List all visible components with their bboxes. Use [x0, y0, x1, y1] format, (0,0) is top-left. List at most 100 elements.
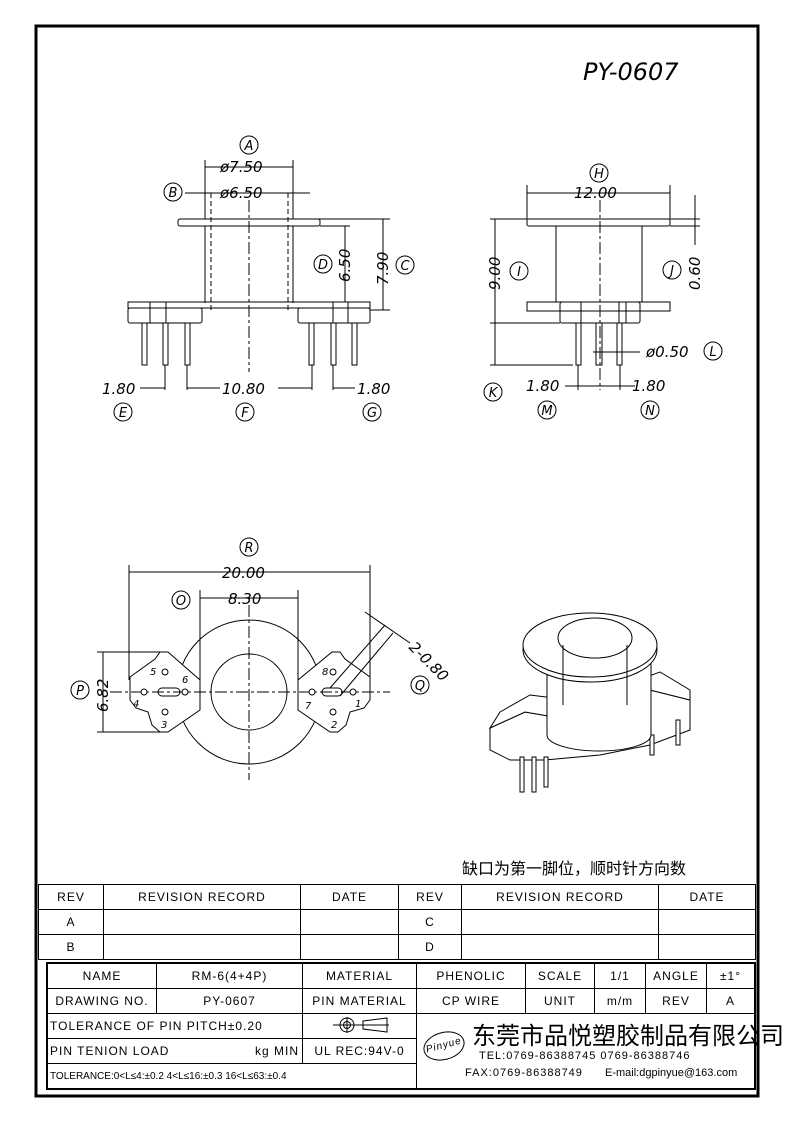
callout-l: L	[709, 345, 716, 360]
revision-table: REV REVISION RECORD DATE REV REVISION RE…	[38, 884, 756, 960]
pin-1: 1	[355, 699, 361, 710]
dim-b-value: ø6.50	[219, 184, 263, 202]
dim-r-value: 20.00	[222, 564, 265, 582]
header-revision-record: REVISION RECORD	[103, 884, 301, 910]
callout-a: A	[244, 139, 254, 154]
dim-c-value: 7.90	[374, 252, 392, 285]
front-view	[127, 160, 390, 390]
table-row: A C	[38, 909, 756, 935]
callout-g: G	[367, 406, 377, 421]
projection-symbol	[302, 1013, 417, 1039]
callout-k: K	[489, 386, 499, 401]
pin-pitch-tolerance: TOLERANCE OF PIN PITCH±0.20	[46, 1013, 303, 1039]
pin-tension-load: PIN TENION LOAD kg MIN	[46, 1038, 303, 1064]
company-name: 东莞市品悦塑胶制品有限公司	[472, 1022, 784, 1050]
rev-cell: A	[38, 909, 104, 935]
record-cell	[461, 934, 659, 960]
dim-j-value: 0.60	[686, 257, 704, 290]
table-row: B D	[38, 934, 756, 960]
dim-q-value: 2-0.80	[405, 638, 452, 685]
header-rev: REV	[398, 884, 462, 910]
dim-p-value: 6.82	[94, 679, 112, 712]
dim-i-value: 9.00	[486, 257, 504, 290]
drawing-no-value: PY-0607	[156, 988, 303, 1014]
dim-o-value: 8.30	[228, 590, 261, 608]
name-label: NAME	[46, 962, 157, 989]
callout-b: B	[169, 186, 178, 201]
callout-d: D	[318, 258, 328, 273]
rev-cell: B	[38, 934, 104, 960]
company-info: Pinyue 东莞市品悦塑胶制品有限公司 TEL:0769-86388745 0…	[416, 1013, 784, 1090]
date-cell	[658, 909, 756, 935]
date-cell	[300, 909, 399, 935]
record-cell	[103, 909, 301, 935]
dim-a-value: ø7.50	[219, 158, 263, 176]
date-cell	[658, 934, 756, 960]
callout-q: Q	[415, 679, 425, 694]
callout-i: I	[517, 265, 521, 280]
name-value: RM-6(4+4P)	[156, 962, 303, 989]
callout-c: C	[400, 259, 410, 274]
unit-label: UNIT	[525, 988, 595, 1014]
bottom-view	[97, 565, 411, 780]
callout-f: F	[241, 406, 249, 421]
dim-n-value: 1.80	[632, 377, 665, 395]
header-revision-record: REVISION RECORD	[461, 884, 659, 910]
bottom-view-callouts: R O P Q	[70, 537, 430, 700]
isometric-view	[488, 612, 691, 793]
dim-h-value: 12.00	[574, 184, 617, 202]
pin-3: 3	[161, 720, 167, 731]
pin-load-label: PIN TENION LOAD	[50, 1044, 170, 1058]
dim-g-value: 1.80	[357, 380, 390, 398]
company-fax: FAX:0769-86388749	[465, 1067, 583, 1079]
front-view-callouts: A B D C E F G	[113, 135, 415, 422]
callout-h: H	[594, 167, 604, 182]
dim-e-value: 1.80	[102, 380, 135, 398]
callout-n: N	[645, 404, 655, 419]
drawing-no-label: DRAWING NO.	[46, 988, 157, 1014]
drawing-title: PY-0607	[583, 58, 679, 86]
pin-material-label: PIN MATERIAL	[302, 988, 417, 1014]
angle-value: ±1°	[706, 962, 756, 989]
pin-8: 8	[322, 667, 328, 678]
angle-label: ANGLE	[645, 962, 707, 989]
callout-p: P	[76, 684, 84, 699]
callout-e: E	[119, 406, 128, 421]
side-view-callouts: H I J L K M N	[483, 163, 723, 420]
record-cell	[103, 934, 301, 960]
date-cell	[300, 934, 399, 960]
third-angle-projection-icon	[332, 1016, 389, 1033]
side-view	[490, 185, 700, 390]
rev-cell: C	[398, 909, 462, 935]
pin-7: 7	[305, 701, 312, 712]
scale-value: 1/1	[594, 962, 646, 989]
title-block: NAME RM-6(4+4P) MATERIAL PHENOLIC SCALE …	[46, 962, 784, 1090]
scale-label: SCALE	[525, 962, 595, 989]
header-date: DATE	[658, 884, 756, 910]
header-rev: REV	[38, 884, 104, 910]
dim-l-value: ø0.50	[645, 343, 689, 361]
pin-6: 6	[182, 675, 188, 686]
company-email: E-mail:dgpinyue@163.com	[605, 1067, 738, 1079]
callout-j: J	[667, 264, 674, 279]
pin-2: 2	[331, 720, 337, 731]
record-cell	[461, 909, 659, 935]
unit-value: m/m	[594, 988, 646, 1014]
dim-m-value: 1.80	[526, 377, 559, 395]
pin-material-value: CP WIRE	[416, 988, 526, 1014]
company-tel: TEL:0769-86388745 0769-86388746	[479, 1050, 691, 1062]
dim-d-value: 6.50	[336, 249, 354, 282]
callout-m: M	[541, 404, 552, 419]
rev-cell: D	[398, 934, 462, 960]
sheet-border	[34, 24, 760, 1098]
callout-o: O	[176, 594, 186, 609]
company-logo: Pinyue	[420, 1027, 468, 1065]
header-date: DATE	[300, 884, 399, 910]
dim-f-value: 10.80	[222, 380, 265, 398]
general-tolerance: TOLERANCE:0<L≤4:±0.2 4<L≤16:±0.3 16<L≤63…	[46, 1063, 417, 1090]
callout-r: R	[244, 541, 253, 556]
material-value: PHENOLIC	[416, 962, 526, 989]
pin-orientation-note: 缺口为第一脚位，顺时针方向数	[462, 859, 687, 878]
rev-label: REV	[645, 988, 707, 1014]
